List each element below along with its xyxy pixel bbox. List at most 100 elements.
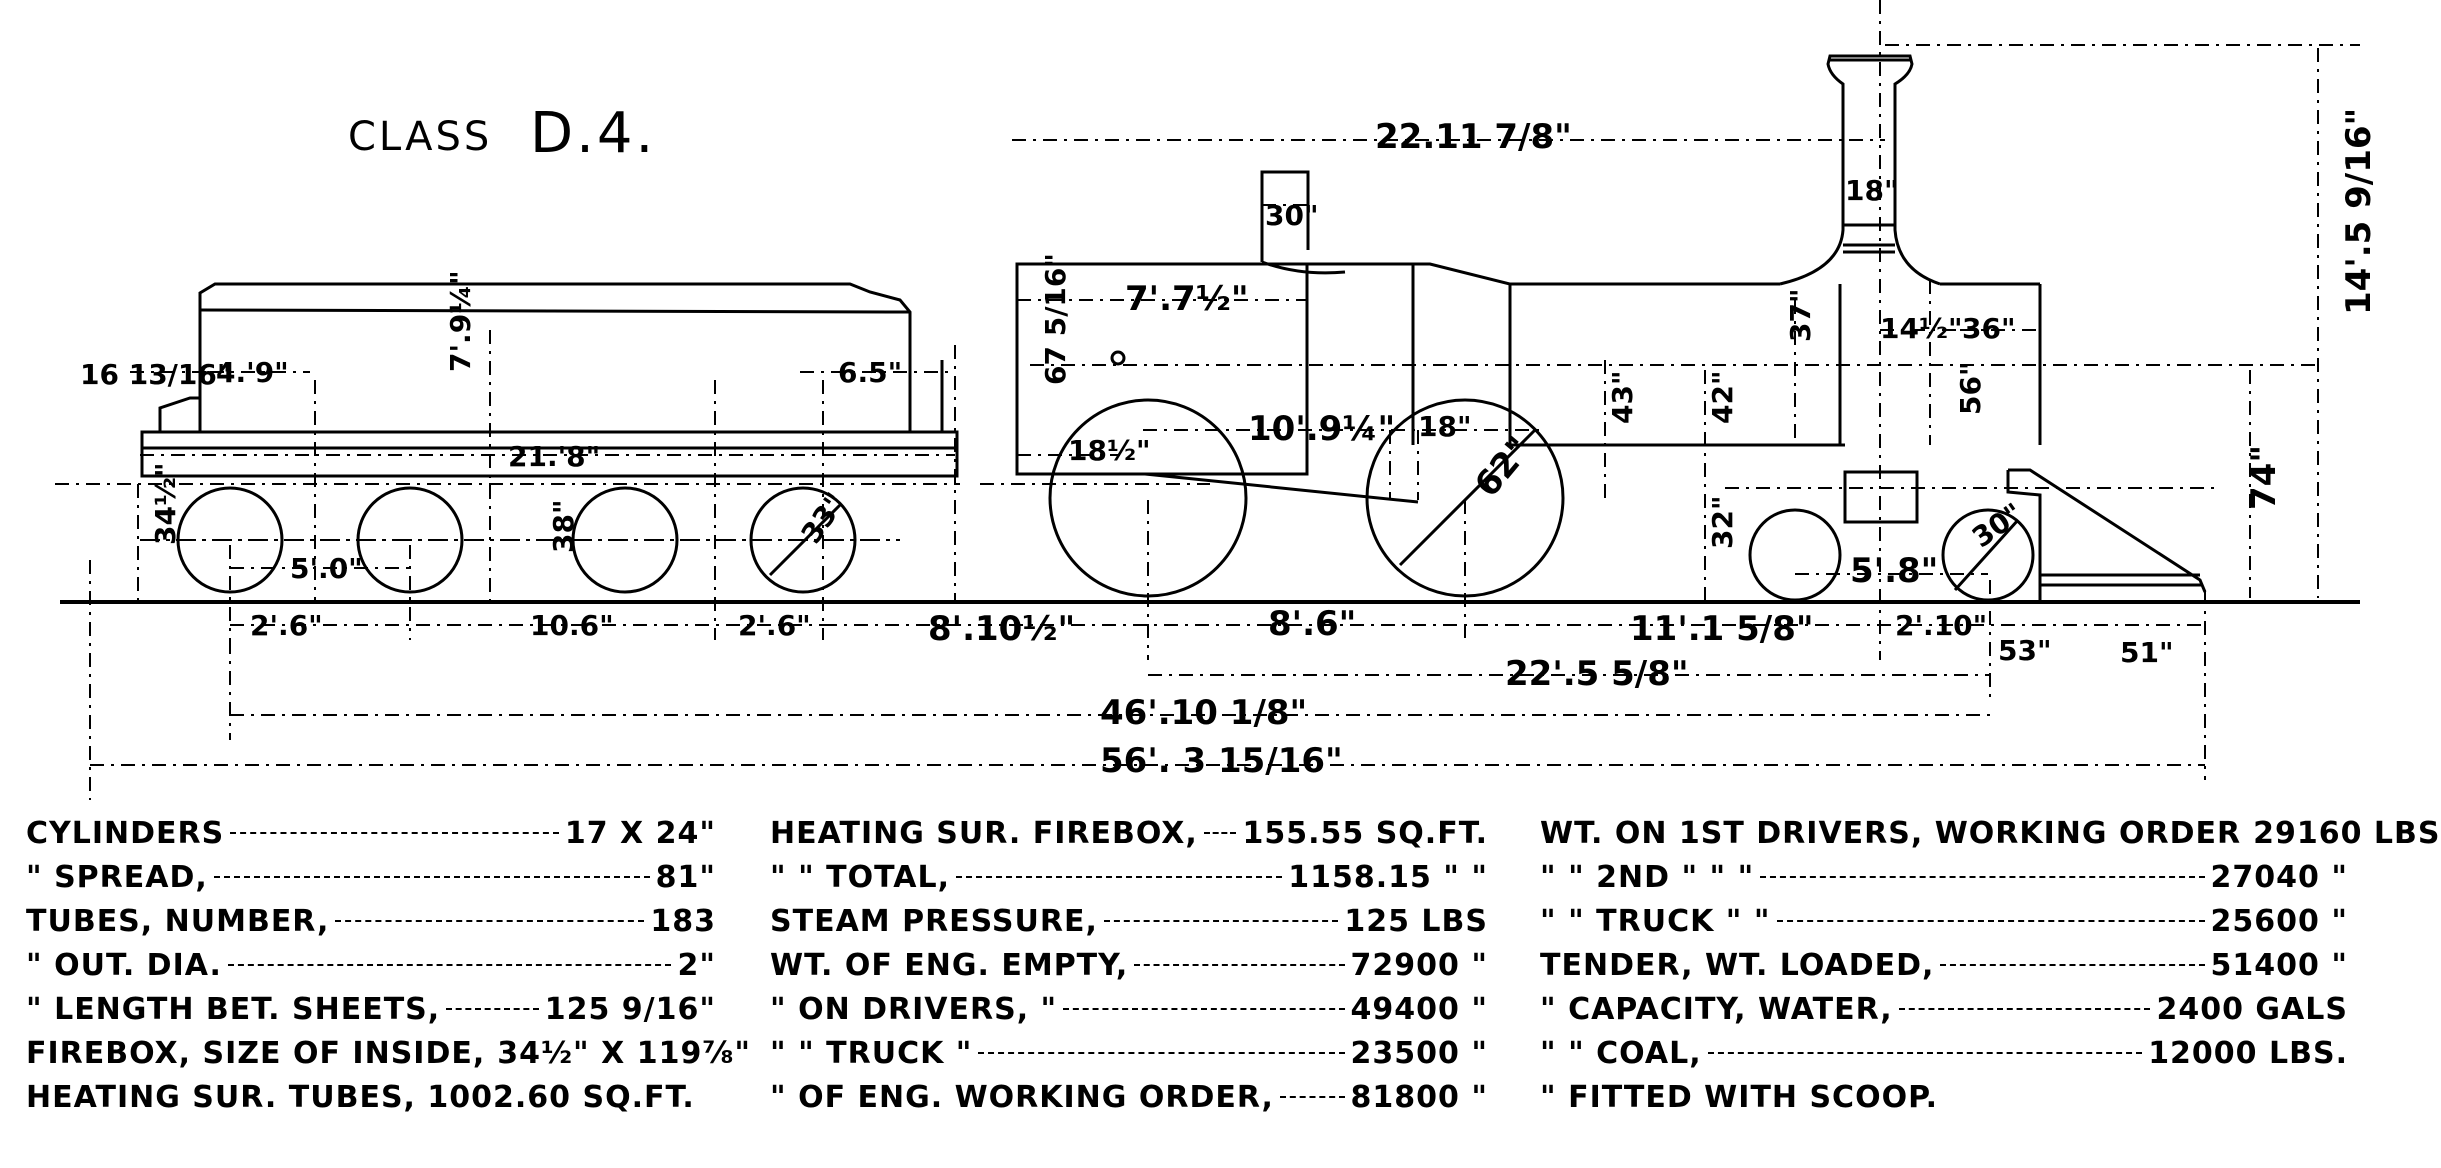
dim-tender-left-height: 16 13/16" [80,358,231,391]
dim-piston: 18" [1418,410,1472,443]
spec-value: 34½" X 119⅞" [497,1036,752,1071]
spec-leader [1940,964,2205,966]
spec-label: WT. ON 1ST DRIVERS, WORKING ORDER [1540,816,2242,851]
spec-label: " " TRUCK " " [1540,904,1771,939]
spec-value: 1158.15 " " [1288,860,1488,895]
dim-boiler-height: 43" [1606,370,1639,424]
dim-tender-length: 21.'8" [508,440,600,473]
spec-leader [1760,876,2205,878]
dim-front-b: 51" [2120,636,2174,669]
class-title-code: D.4. [530,101,656,166]
spec-leader [227,964,672,966]
spec-row: " " TRUCK "23500 " [770,1032,1488,1076]
spec-value: 27040 " [2210,860,2348,895]
dim-cylinder-height: 32" [1706,495,1739,549]
spec-label: " CAPACITY, WATER, [1540,992,1893,1027]
spec-leader [978,1052,1345,1054]
spec-leader [230,832,559,834]
dim-tender-axle-height: 38" [547,499,580,553]
dim-stack-height: 56" [1954,361,1987,415]
spec-value: 17 X 24" [564,816,716,851]
spec-leader [1063,1008,1345,1010]
spec-label: STEAM PRESSURE, [770,904,1098,939]
spec-label: CYLINDERS [26,816,225,851]
spec-value: 12000 LBS. [2148,1036,2348,1071]
dim-engine-wheelbase: 22'.5 5/8" [1505,654,1689,694]
dim-stack-base-height: 37" [1784,288,1817,342]
spec-row: " OUT. DIA. 2" [26,944,716,988]
spec-label: WT. OF ENG. EMPTY, [770,948,1129,983]
dim-front-width: 36" [1962,312,2016,345]
tender-wheel [749,486,857,594]
spec-row: " OF ENG. WORKING ORDER, 81800 " [770,1076,1488,1120]
spec-value: 72900 " [1350,948,1488,983]
spec-row: TUBES, NUMBER, 183 [26,900,716,944]
spec-leader [1279,1096,1345,1098]
spec-value: 25600 " [2210,904,2348,939]
dim-stack-base: 14½" [1880,312,1963,345]
spec-value: 29160 LBS [2253,816,2441,851]
dim-cab-to-stack: 22.11 7/8" [1375,117,1572,157]
spec-label: FIREBOX, SIZE OF INSIDE, [26,1036,486,1071]
spec-leader [1707,1052,2143,1054]
class-title: CLASS D.4. [348,101,656,166]
dim-between: 8'.10½" [928,609,1075,649]
lower-dimension-lines [89,560,2205,800]
dimension-labels: 7'.9¼" 16 13/16" 4.'9" 6.5" 21.'8" 34½" … [80,108,2379,781]
dim-cab-height: 67 5/16" [1039,253,1072,385]
dim-tender-rear: 6.5" [838,356,902,389]
spec-row: WT. OF ENG. EMPTY, 72900 " [770,944,1488,988]
spec-row: " ON DRIVERS, "49400 " [770,988,1488,1032]
spec-label: " OF ENG. WORKING ORDER, [770,1080,1274,1115]
spec-leader [955,876,1283,878]
spec-label: " " 2ND " " " [1540,860,1755,895]
dim-tender-top-height: 7'.9¼" [444,270,477,372]
spec-row: " SPREAD, 81" [26,856,716,900]
dim-overall-length: 56'. 3 15/16" [1100,741,1343,781]
spec-row: " FITTED WITH SCOOP. [1540,1076,2348,1120]
spec-row: HEATING SUR. TUBES, 1002.60 SQ.FT. [26,1076,716,1120]
dim-tender-front: 4.'9" [216,356,289,389]
spec-row: " CAPACITY, WATER,2400 GALS [1540,988,2348,1032]
spec-value: 2" [677,948,716,983]
spec-row: HEATING SUR. FIREBOX,155.55 SQ.FT. [770,812,1488,856]
spec-value: 183 [650,904,716,939]
spec-value: 81" [655,860,716,895]
spec-leader [446,1008,539,1010]
spec-value: 51400 " [2210,948,2348,983]
spec-value: 23500 " [1350,1036,1488,1071]
truck-wheel [1748,508,1842,602]
dim-overall-height: 14'.5 9/16" [2339,108,2379,315]
spec-label: TENDER, WT. LOADED, [1540,948,1935,983]
spec-row: FIREBOX, SIZE OF INSIDE, 34½" X 119⅞" [26,1032,750,1076]
spec-value: 81800 " [1350,1080,1488,1115]
dim-rod: 18½" [1068,434,1151,467]
spec-label: " LENGTH BET. SHEETS, [26,992,441,1027]
dim-stack: 18" [1845,174,1899,207]
spec-label: " OUT. DIA. [26,948,222,983]
dim-to-truck: 11'.1 5/8" [1630,609,1814,649]
spec-label: HEATING SUR. TUBES, 1002.60 SQ.FT. [26,1080,695,1115]
tender-wheels [140,486,900,594]
spec-row: WT. ON 1ST DRIVERS, WORKING ORDER 29160 L… [1540,812,2439,856]
dim-truck-wheelbase: 2'.10" [1895,609,1987,642]
tender-dimension-lines [55,330,960,640]
spec-row: CYLINDERS 17 X 24" [26,812,716,856]
dim-truck-spacing: 5'.8" [1850,551,1938,591]
spec-label: " SPREAD, [26,860,208,895]
spec-label: " " COAL, [1540,1036,1702,1071]
engine-dome [1260,170,1346,275]
spec-column-1: CYLINDERS 17 X 24" " SPREAD, 81" TUBES, NUM… [26,812,750,1120]
locomotive-elevation-drawing: CLASS D.4. [55,0,2379,800]
spec-label: TUBES, NUMBER, [26,904,330,939]
spec-leader [1134,964,1345,966]
dim-dome: 30" [1265,199,1319,232]
dim-drivers: 8'.6" [1268,604,1356,644]
spec-row: " LENGTH BET. SHEETS,125 9/16" [26,988,716,1032]
spec-label: " " TOTAL, [770,860,950,895]
dim-front-a: 53" [1998,634,2052,667]
dim-tender-wheel-space: 5'.0" [290,552,363,585]
spec-leader [335,920,645,922]
spec-value: 155.55 SQ.FT. [1242,816,1488,851]
spec-row: " " 2ND " " " 27040 " [1540,856,2348,900]
